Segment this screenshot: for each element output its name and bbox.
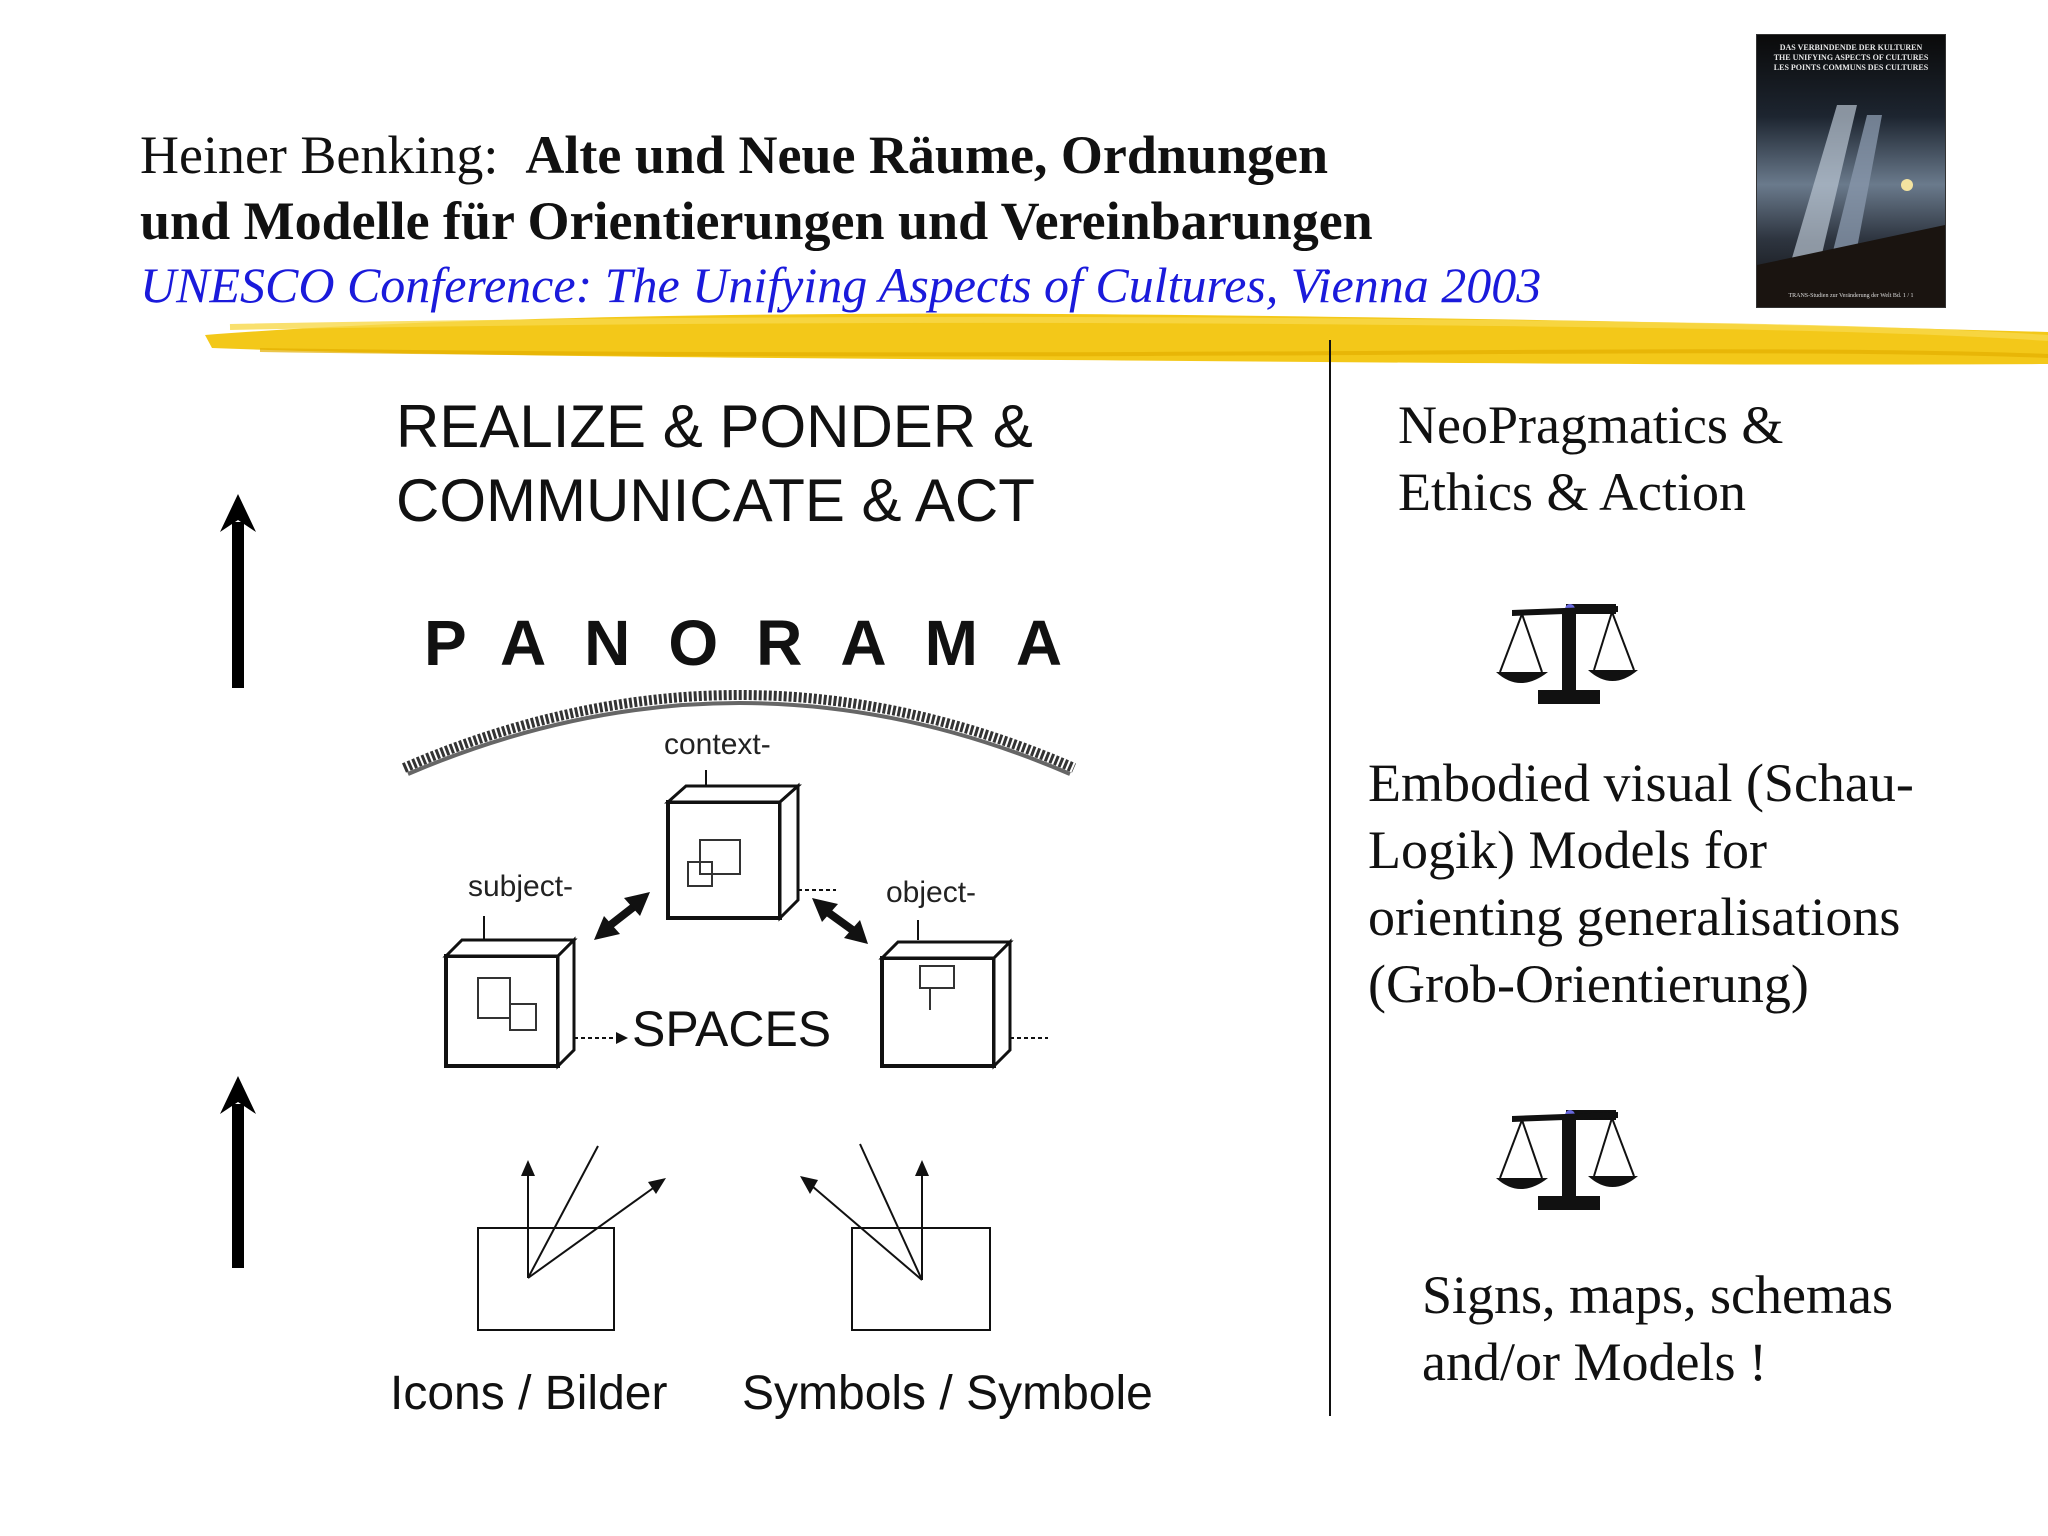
double-arrow-icon (812, 898, 868, 944)
embodied-line-2: Logik) Models for (1368, 820, 1767, 880)
slide-title-line-2: und Modelle für Orientierungen und Verei… (140, 191, 1373, 251)
panorama-label: PANORAMA (424, 607, 1101, 679)
spaces-label: SPACES (632, 1001, 832, 1057)
book-cover-line-2: THE UNIFYING ASPECTS OF CULTURES (1773, 53, 1929, 62)
icons-label: Icons / Bilder (390, 1367, 668, 1420)
context-label: context- (664, 728, 771, 761)
double-arrow-icon (594, 892, 650, 940)
book-cover-title: DAS VERBINDENDE DER KULTUREN THE UNIFYIN… (1765, 43, 1937, 73)
icons-box (477, 1145, 666, 1331)
neopragmatics-line-1: NeoPragmatics & (1398, 395, 1784, 455)
headline-line-2: COMMUNICATE & ACT (396, 467, 1035, 534)
cube-icon (664, 770, 836, 922)
signs-line-2: and/or Models ! (1422, 1332, 1767, 1392)
signs-line-1: Signs, maps, schemas (1422, 1265, 1893, 1325)
conference-line: UNESCO Conference: The Unifying Aspects … (140, 257, 1542, 313)
header-line-1: Heiner Benking: Alte und Neue Räume, Ord… (140, 122, 1328, 188)
symbols-box (800, 1143, 991, 1331)
slide-title-line-1: Alte und Neue Räume, Ordnungen (525, 125, 1329, 185)
subject-label: subject- (468, 870, 574, 903)
embodied-line-3: orienting generalisations (1368, 887, 1901, 947)
book-cover-line-1: DAS VERBINDENDE DER KULTUREN (1779, 43, 1923, 52)
book-cover-footer: TRANS-Studien zur Veränderung der Welt B… (1788, 293, 1914, 299)
book-cover-line-3: LES POINTS COMMUNS DES CULTURES (1773, 63, 1929, 72)
cube-icon (442, 916, 628, 1070)
cube-icon (878, 920, 1048, 1070)
book-cover: DAS VERBINDENDE DER KULTUREN THE UNIFYIN… (1756, 34, 1946, 308)
object-label: object- (886, 876, 977, 909)
header-line-2: und Modelle für Orientierungen und Verei… (140, 188, 1373, 254)
embodied-line-4: (Grob-Orientierung) (1368, 954, 1809, 1014)
column-divider (1329, 340, 1331, 1416)
neopragmatics-line-2: Ethics & Action (1398, 462, 1746, 522)
book-cover-artwork (1757, 105, 1945, 307)
author-name: Heiner Benking: (140, 125, 499, 185)
headline-line-1: REALIZE & PONDER & (396, 393, 1033, 460)
symbols-label: Symbols / Symbole (742, 1367, 1153, 1420)
embodied-line-1: Embodied visual (Schau- (1368, 753, 1914, 813)
